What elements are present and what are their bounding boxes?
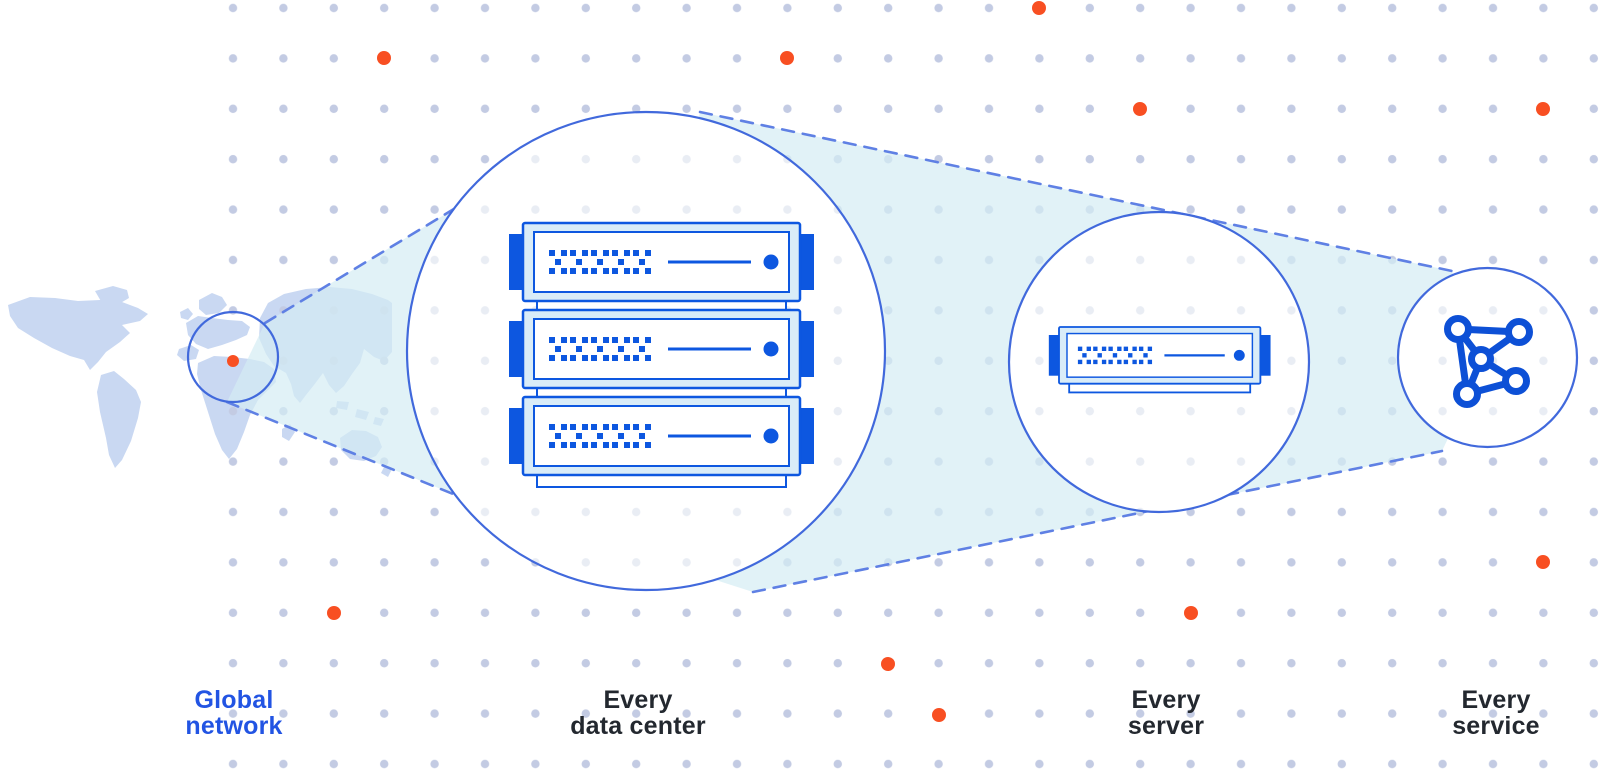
server-unit xyxy=(507,308,816,390)
label-every-data-center: Every data center xyxy=(570,686,706,740)
server-icon xyxy=(1047,325,1272,394)
label-global-network: Global network xyxy=(185,686,283,740)
orange-dots xyxy=(327,1,1550,722)
network-graph-icon xyxy=(1444,315,1533,408)
label-every-server: Every server xyxy=(1127,686,1205,740)
circle-outlines xyxy=(186,110,1579,592)
location-dot-icon xyxy=(227,355,239,367)
server-unit xyxy=(507,221,816,303)
server-unit xyxy=(507,395,816,477)
label-every-service: Every service xyxy=(1452,686,1540,740)
zoom-dashed-lines xyxy=(225,110,1454,594)
map-zoom-circle xyxy=(186,310,280,404)
server-rack-icon xyxy=(507,221,816,488)
